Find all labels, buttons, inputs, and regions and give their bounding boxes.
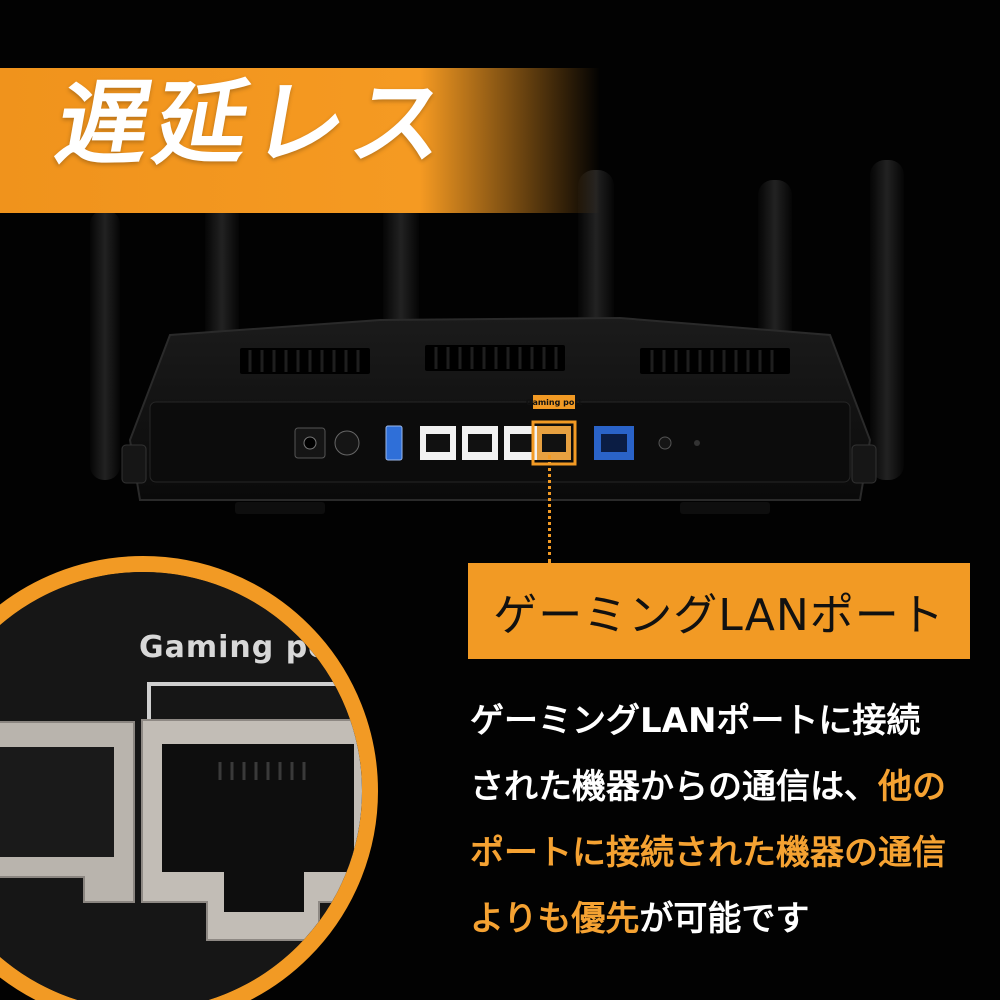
gaming-port-callout [533, 395, 575, 409]
title-banner [0, 68, 600, 213]
description-line-4-highlight: よりも優先 [470, 899, 640, 939]
antenna [870, 160, 904, 480]
magnified-port-label: Gaming port [139, 630, 361, 665]
description-line-4: よりも優先が可能です [470, 886, 990, 952]
description-line-2-a: された機器からの通信は、 [470, 767, 878, 807]
magnified-port-illustration [0, 572, 362, 1000]
antenna [90, 210, 120, 480]
description-line-2: された機器からの通信は、他の [470, 754, 990, 820]
dotted-connector [548, 455, 551, 563]
port-magnifier: Gaming port [0, 556, 378, 1000]
power-button [334, 430, 360, 456]
reset-hole [694, 440, 700, 446]
usb-port [385, 425, 403, 461]
gaming-lan-port-label: ゲーミングLANポート [468, 563, 970, 659]
page-title: 遅延レス [48, 70, 460, 177]
description-line-4-b: が可能です [639, 899, 810, 939]
gaming-port-callout-text: Gaming port [526, 398, 582, 407]
gaming-port [542, 434, 566, 452]
gaming-lan-port-label-text: ゲーミングLANポート [493, 590, 945, 641]
router-illustration: Gaming port [90, 160, 904, 514]
feature-description: ゲーミングLANポートに接続 された機器からの通信は、他の ポートに接続された機… [470, 688, 990, 952]
description-line-1: ゲーミングLANポートに接続 [470, 701, 921, 741]
description-line-3-highlight: ポートに接続された機器の通信 [470, 833, 946, 873]
vent-slats [248, 347, 774, 372]
description-line-2-highlight: 他の [878, 767, 946, 807]
port-panel [149, 401, 851, 483]
lan-ports [420, 426, 540, 460]
wps-button [658, 436, 672, 450]
